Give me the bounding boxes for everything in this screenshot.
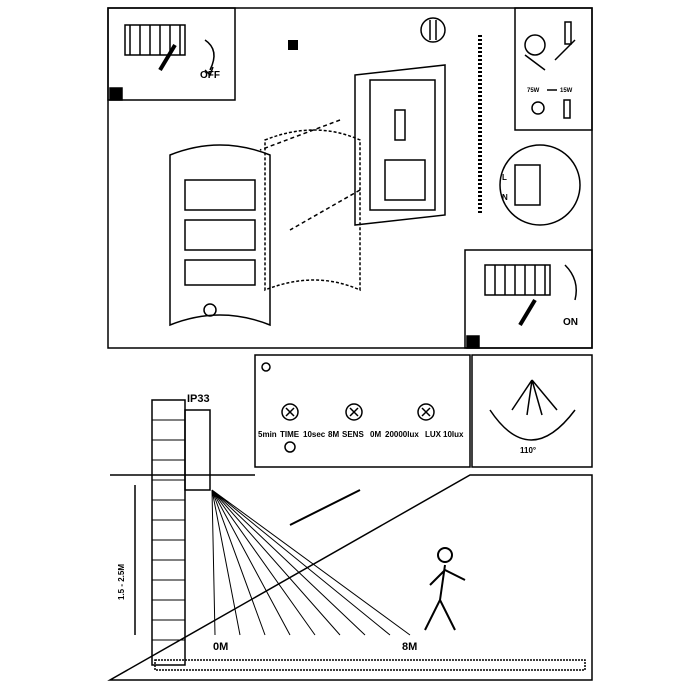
switch-on-panel — [464, 249, 593, 349]
ip-rating: IP33 — [187, 393, 210, 405]
brick-wall — [151, 399, 186, 666]
wiring-detail — [499, 144, 581, 226]
range-end: 8M — [402, 641, 417, 653]
motion-arrow — [289, 489, 361, 526]
switch-off-panel — [107, 7, 236, 101]
range-start: 0M — [213, 641, 228, 653]
time-plus: 5min — [258, 430, 277, 439]
installation-panel — [107, 474, 593, 681]
sens-label: SENS — [342, 430, 364, 439]
sensor-beams — [511, 379, 558, 416]
off-label: OFF — [200, 70, 220, 81]
lux-minus: 10lux — [443, 430, 464, 439]
ground — [154, 659, 586, 671]
neutral-label: N — [502, 193, 508, 202]
assembly-panel — [107, 7, 593, 349]
bulb-compatibility-panel — [514, 7, 593, 131]
angle-arc — [489, 409, 576, 441]
settings-panel — [254, 354, 471, 468]
sens-plus: 8M — [328, 430, 339, 439]
incandescent-watt: 75W — [527, 88, 540, 94]
time-label: TIME — [280, 430, 300, 439]
detection-beams — [211, 489, 411, 636]
lux-label: LUX — [425, 430, 442, 439]
cfl-icon — [563, 99, 571, 119]
lux-dial — [417, 403, 435, 421]
cfl-watt: 15W — [560, 88, 573, 94]
sens-dial — [345, 403, 363, 421]
time-minus: 10sec — [303, 430, 326, 439]
live-label: L — [502, 173, 507, 182]
lamp-exploded-view — [169, 64, 446, 327]
clock-icon — [284, 441, 296, 453]
angle-label: 110° — [520, 446, 536, 455]
wall-plug-icon — [420, 17, 446, 43]
step-marker — [261, 362, 271, 372]
incandescent-bulb-icon — [524, 34, 546, 56]
cfl-bulb-icon — [564, 21, 572, 45]
detection-angle-panel — [471, 354, 593, 468]
bulb-icon — [531, 101, 545, 115]
lux-plus: 20000lux — [385, 430, 419, 439]
sens-minus: 0M — [370, 430, 381, 439]
terminal-block-off — [124, 24, 215, 77]
lamp-side-view — [184, 409, 211, 491]
step-marker — [109, 87, 123, 101]
step-marker — [288, 40, 298, 50]
on-label: ON — [563, 317, 578, 328]
walking-person-icon — [424, 547, 466, 631]
time-dial — [281, 403, 299, 421]
terminal-block-on — [484, 264, 577, 327]
height-label: 1.5 - 2.5M — [117, 564, 126, 600]
step-marker — [466, 335, 480, 349]
